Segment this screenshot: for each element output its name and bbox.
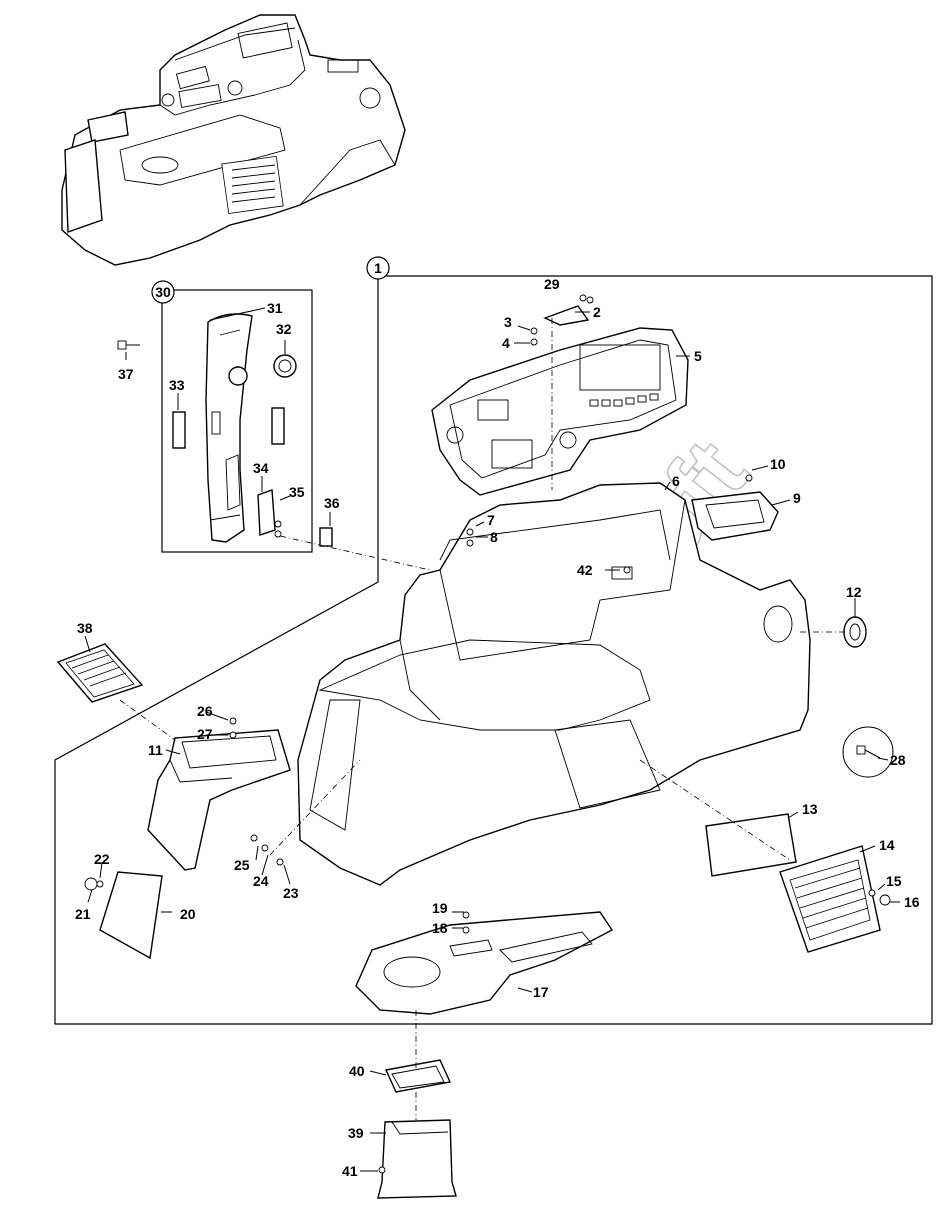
callout-12[interactable]: 12 [846, 584, 862, 600]
callout-30[interactable]: 30 [151, 280, 175, 304]
leader-lines [84, 307, 900, 1172]
callout-36[interactable]: 36 [324, 495, 340, 511]
callout-29[interactable]: 29 [544, 276, 560, 292]
callout-20[interactable]: 20 [180, 906, 196, 922]
callout-25[interactable]: 25 [234, 857, 250, 873]
callout-10[interactable]: 10 [770, 456, 786, 472]
callout-28[interactable]: 28 [890, 752, 906, 768]
grille-38 [56, 643, 144, 703]
part-33a [172, 411, 186, 449]
callout-34[interactable]: 34 [253, 460, 269, 476]
part-33b [271, 407, 285, 445]
callout-42[interactable]: 42 [577, 562, 593, 578]
overview-assembly [61, 14, 406, 266]
group-1-frame [54, 275, 933, 1025]
callout-2[interactable]: 2 [593, 304, 601, 320]
small-hardware [84, 294, 891, 1174]
callout-5[interactable]: 5 [694, 348, 702, 364]
callout-19[interactable]: 19 [432, 900, 448, 916]
part-36 [319, 527, 333, 547]
grille-14 [779, 845, 881, 953]
part-34 [257, 489, 276, 536]
callout-9[interactable]: 9 [793, 490, 801, 506]
screw-28-detail [842, 726, 894, 778]
boot-39 [377, 1119, 457, 1199]
callout-35[interactable]: 35 [289, 484, 305, 500]
callout-22[interactable]: 22 [94, 851, 110, 867]
seal-40 [384, 1059, 452, 1093]
cup-holder-9 [691, 491, 779, 541]
callout-16[interactable]: 16 [904, 894, 920, 910]
callout-21[interactable]: 21 [75, 906, 91, 922]
callout-33[interactable]: 33 [169, 377, 185, 393]
callout-1[interactable]: 1 [366, 256, 390, 280]
callout-24[interactable]: 24 [253, 873, 269, 889]
part-32 [273, 354, 297, 378]
callout-7[interactable]: 7 [487, 512, 495, 528]
callout-labels: 2 3 4 5 6 7 8 9 10 11 12 13 14 15 16 17 … [75, 276, 920, 1179]
callout-11[interactable]: 11 [148, 742, 163, 758]
callout-18[interactable]: 18 [432, 920, 448, 936]
svg-text:1: 1 [374, 260, 382, 276]
callout-40[interactable]: 40 [349, 1063, 365, 1079]
pad-13 [705, 813, 797, 877]
callout-15[interactable]: 15 [886, 873, 902, 889]
callout-27[interactable]: 27 [197, 726, 213, 742]
callout-31[interactable]: 31 [267, 300, 283, 316]
callout-23[interactable]: 23 [283, 885, 299, 901]
callout-13[interactable]: 13 [802, 801, 818, 817]
callout-39[interactable]: 39 [348, 1125, 364, 1141]
callout-6[interactable]: 6 [672, 473, 680, 489]
callout-17[interactable]: 17 [533, 984, 549, 1000]
callout-26[interactable]: 26 [197, 703, 213, 719]
pillar-31 [205, 313, 253, 543]
connection-lines [119, 318, 845, 1120]
side-box-11 [147, 729, 291, 871]
callout-37[interactable]: 37 [118, 366, 134, 382]
knob-12 [843, 616, 867, 648]
callout-14[interactable]: 14 [879, 837, 895, 853]
svg-text:30: 30 [155, 284, 171, 300]
callout-8[interactable]: 8 [490, 529, 498, 545]
callout-41[interactable]: 41 [342, 1163, 358, 1179]
console-plate-17 [355, 911, 614, 1015]
callout-3[interactable]: 3 [504, 314, 512, 330]
console-body [297, 482, 811, 886]
callout-4[interactable]: 4 [502, 335, 510, 351]
callout-32[interactable]: 32 [276, 321, 292, 337]
group-30-frame [161, 289, 313, 553]
cover-20 [99, 871, 163, 960]
cluster-housing-5 [431, 327, 689, 496]
callout-38[interactable]: 38 [77, 620, 93, 636]
bracket-2 [543, 305, 590, 326]
screw-37 [117, 340, 140, 350]
